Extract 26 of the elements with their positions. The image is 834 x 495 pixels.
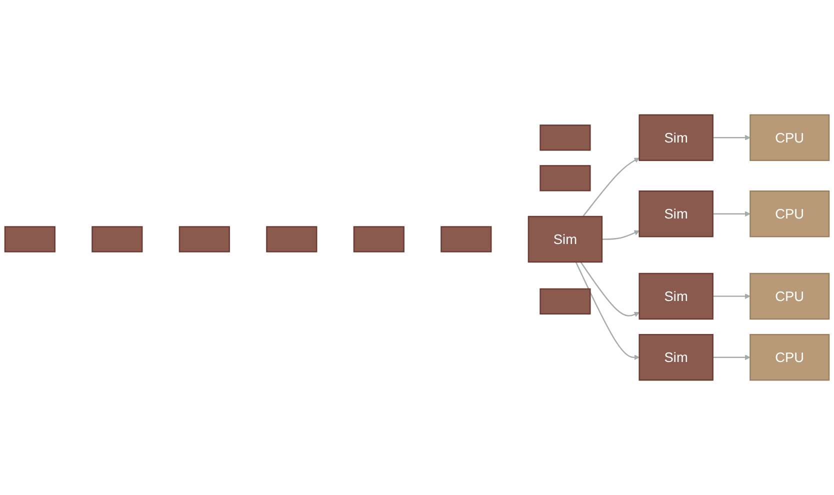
node-box: CPU: [750, 272, 830, 320]
arrow: [582, 158, 640, 217]
node-box: Sim: [528, 216, 603, 263]
node-box: Sim: [638, 190, 714, 238]
node-box: [353, 226, 404, 252]
arrow: [712, 354, 750, 360]
arrow: [575, 262, 640, 360]
arrow: [602, 230, 640, 240]
node-box: [178, 226, 230, 252]
node-box: [92, 226, 143, 252]
node-box: [540, 124, 591, 151]
node-box: CPU: [750, 334, 830, 381]
node-box: [4, 226, 56, 252]
node-box: [540, 165, 591, 192]
node-box: CPU: [750, 190, 830, 238]
node-box: Sim: [638, 272, 714, 320]
node-box: [540, 288, 591, 314]
arrow: [580, 262, 640, 317]
node-box: [440, 226, 492, 252]
arrow: [712, 294, 750, 299]
node-box: Sim: [638, 114, 714, 162]
node-box: CPU: [750, 114, 830, 162]
node-box: [266, 226, 318, 252]
arrow: [712, 134, 750, 140]
arrow: [712, 211, 750, 217]
node-box: Sim: [638, 334, 714, 381]
